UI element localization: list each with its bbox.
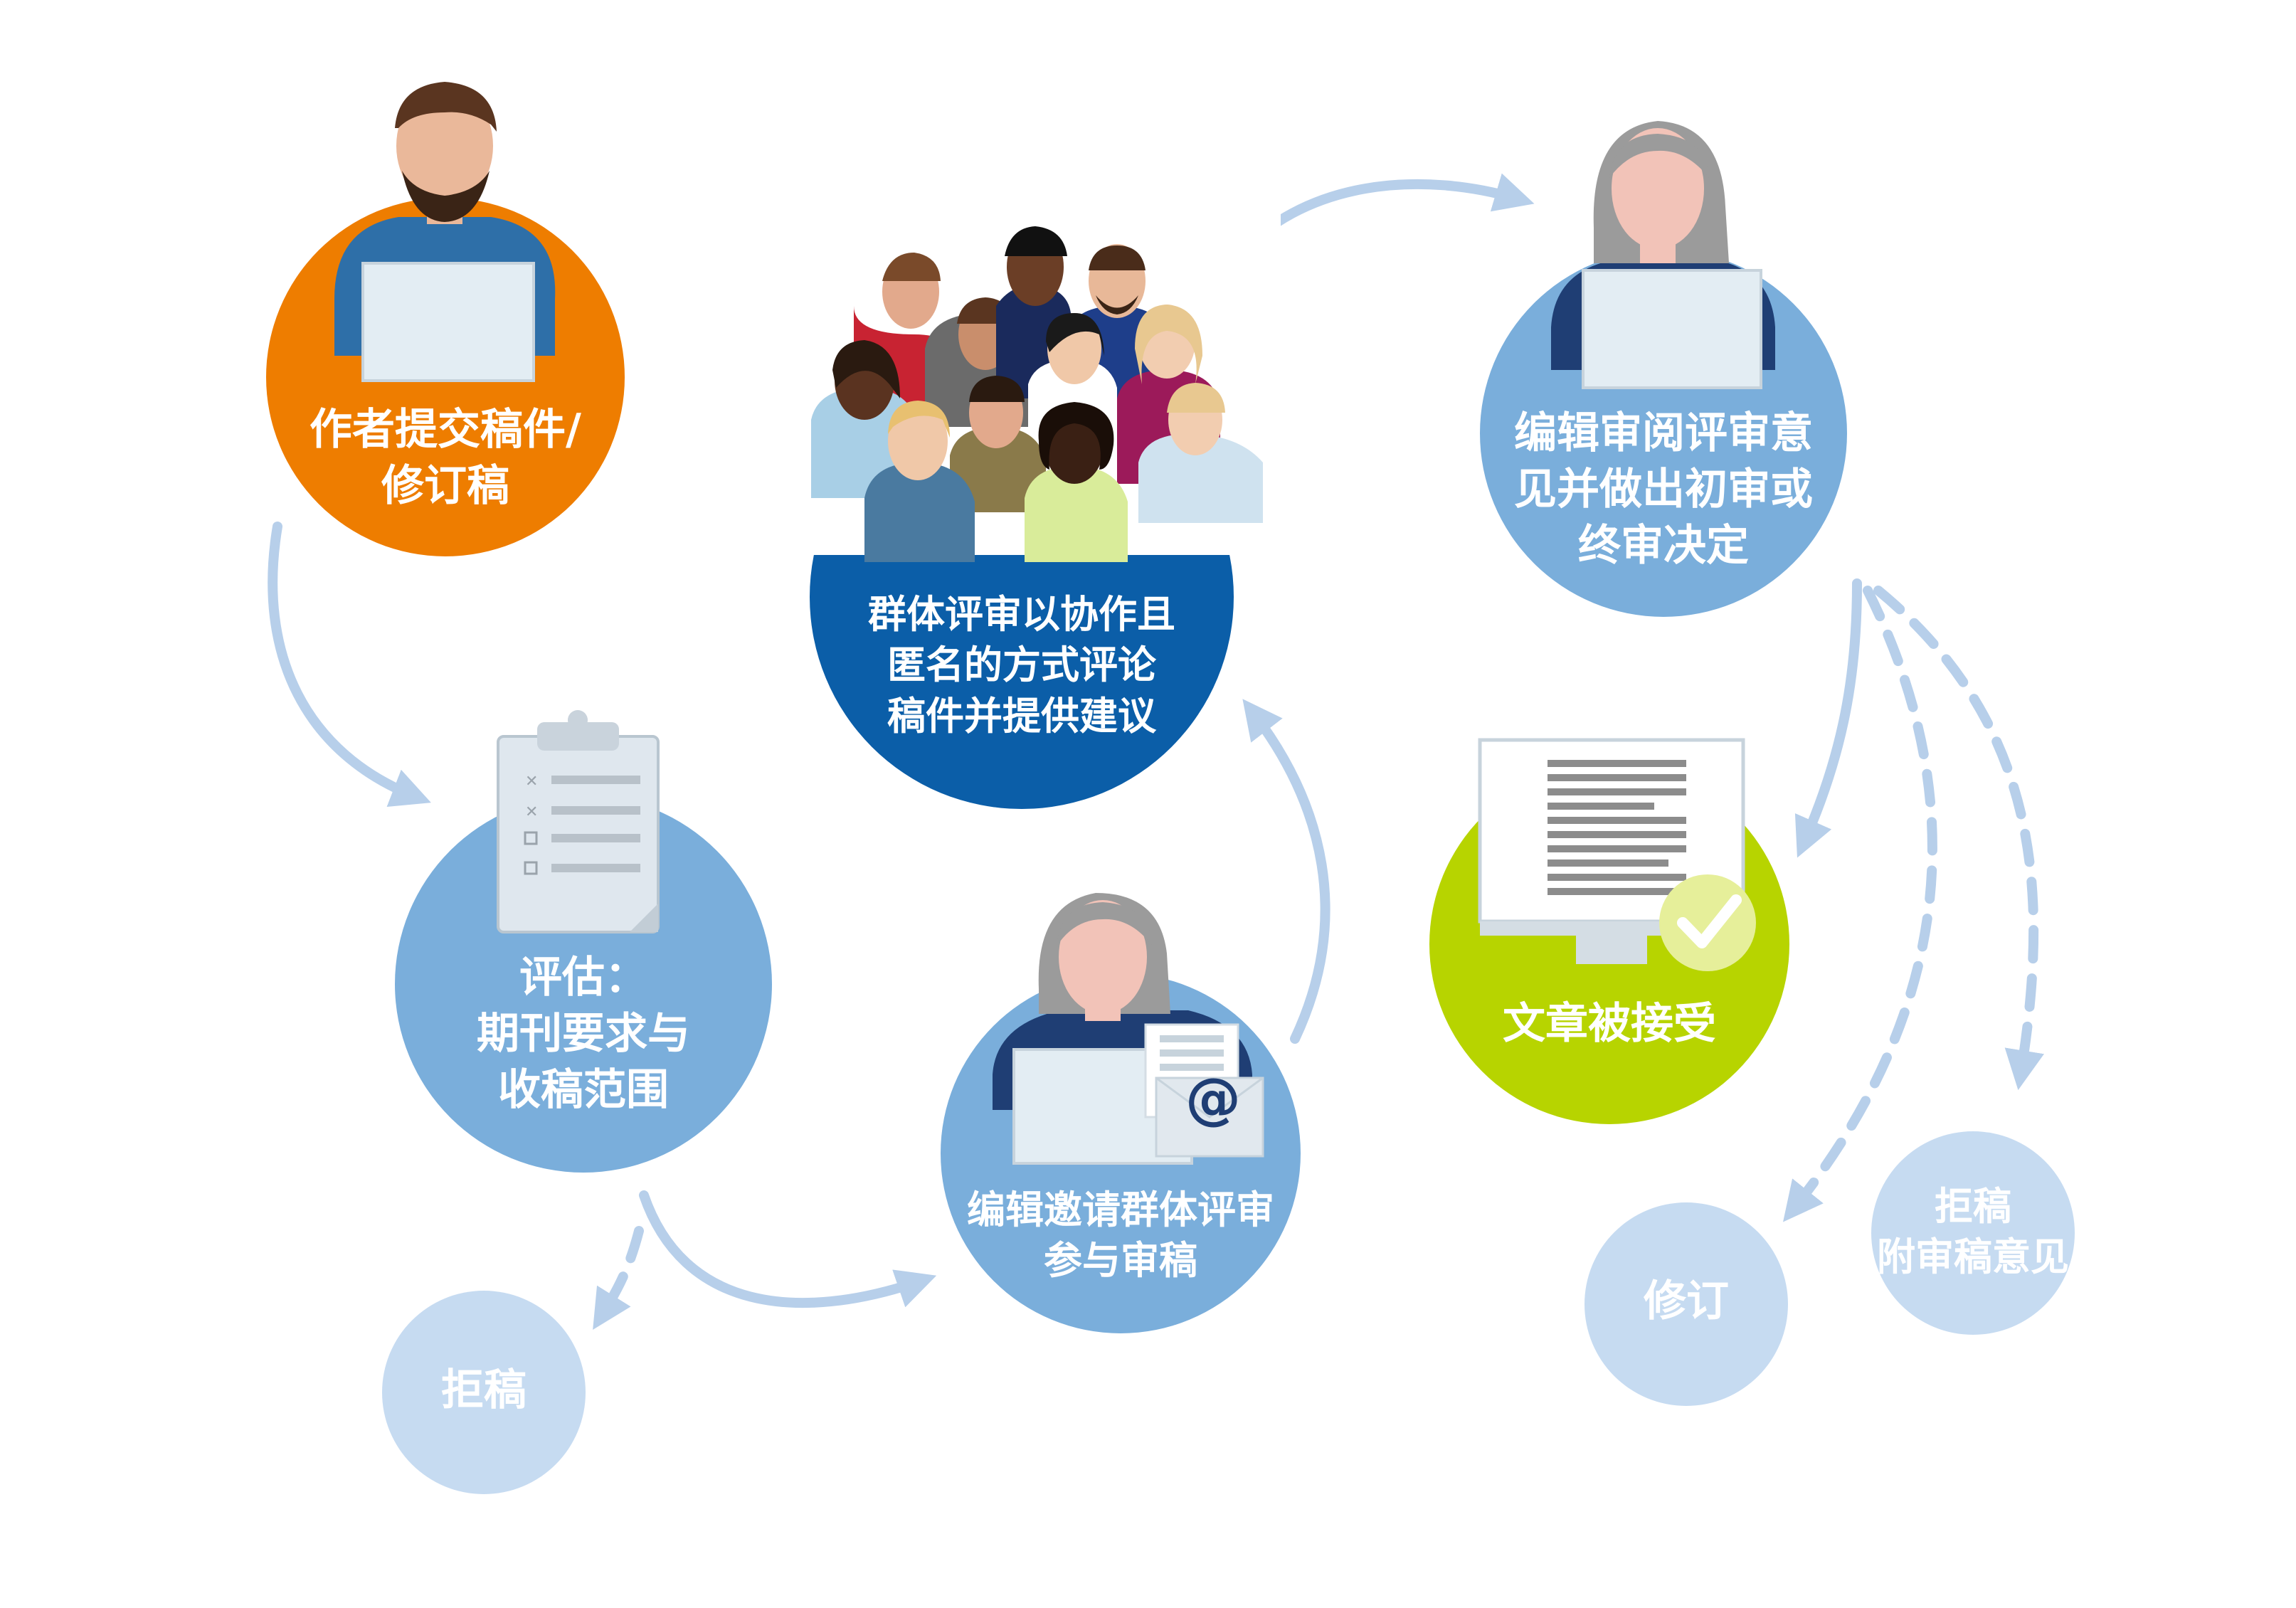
arrow-editor-to-accepted xyxy=(1794,578,1862,858)
revise-label: 修订 xyxy=(1580,1274,1793,1330)
editor-node xyxy=(1480,121,1847,617)
reject-with-comments-label: 拒稿 附审稿意见 xyxy=(1866,1181,2080,1283)
crowd-node xyxy=(783,213,1281,809)
arrow-assessment-to-invite xyxy=(639,1190,937,1308)
accepted-label-line1: 文章被接受 xyxy=(1503,999,1716,1049)
author-node xyxy=(266,82,625,556)
assessment-label-line1: 评估： xyxy=(519,953,647,1003)
author-label-line1: 作者提交稿件/ xyxy=(310,405,581,455)
crowd-label: 群体评审以协作且 匿名的方式评论 稿件并提供建议 xyxy=(844,589,1200,741)
reject-early-label-line1: 拒稿 xyxy=(441,1365,527,1415)
editor-label-line1: 编辑审阅评审意 xyxy=(1514,408,1813,458)
invite-label-line2: 参与审稿 xyxy=(1044,1238,1197,1284)
reject-with-comments-label-line2: 附审稿意见 xyxy=(1877,1234,2069,1280)
editor-label-line3: 终审决定 xyxy=(1578,521,1749,571)
assessment-label-line2: 期刊要求与 xyxy=(477,1009,690,1059)
svg-text:✕: ✕ xyxy=(525,773,538,790)
author-label-line2: 修订稿 xyxy=(381,461,509,512)
invite-label-line1: 编辑邀请群体评审 xyxy=(967,1188,1274,1232)
reject-early-circle xyxy=(382,1291,586,1494)
author-label: 作者提交稿件/ 修订稿 xyxy=(268,402,623,514)
check-badge-icon xyxy=(1659,874,1756,971)
editor-woman-figure-icon xyxy=(1551,121,1775,389)
assessment-label-line3: 收稿范围 xyxy=(498,1065,669,1116)
crowd-label-line3: 稿件并提供建议 xyxy=(887,693,1156,739)
invite-node xyxy=(941,893,1301,1333)
svg-text:✕: ✕ xyxy=(525,803,538,821)
accepted-node xyxy=(1429,738,1789,1124)
revise-label-line1: 修订 xyxy=(1644,1276,1729,1326)
assessment-node: ✕ ✕ xyxy=(395,710,772,1173)
author-figure-icon xyxy=(334,82,556,382)
arrow-editor-to-revise xyxy=(1783,586,1937,1222)
crowd-label-line1: 群体评审以协作且 xyxy=(868,592,1175,637)
assessment-label: 评估： 期刊要求与 收稿范围 xyxy=(406,950,761,1119)
editor-label-line2: 见并做出初审或 xyxy=(1514,465,1813,515)
revise-circle xyxy=(1585,1202,1788,1406)
arrow-assessment-to-reject xyxy=(593,1226,644,1330)
reject-with-comments-circle xyxy=(1871,1131,2075,1335)
crowd-label-line2: 匿名的方式评论 xyxy=(887,642,1156,688)
crowd-people-icon xyxy=(811,226,1263,562)
envelope-icon xyxy=(1144,1023,1264,1158)
invite-label: 编辑邀请群体评审 参与审稿 xyxy=(943,1185,1298,1286)
accepted-label: 文章被接受 xyxy=(1432,996,1787,1052)
arrow-invite-to-crowd xyxy=(1242,699,1330,1044)
clipboard-icon: ✕ ✕ xyxy=(497,710,660,933)
at-sign-icon: @ xyxy=(1185,1067,1241,1131)
reject-early-label: 拒稿 xyxy=(377,1363,591,1419)
reject-with-comments-label-line1: 拒稿 xyxy=(1935,1184,2011,1229)
editor-label: 编辑审阅评审意 见并做出初审或 终审决定 xyxy=(1486,406,1841,575)
arrow-author-to-assessment xyxy=(268,522,431,807)
arrow-editor-to-reject-with-comments xyxy=(1873,586,2044,1091)
